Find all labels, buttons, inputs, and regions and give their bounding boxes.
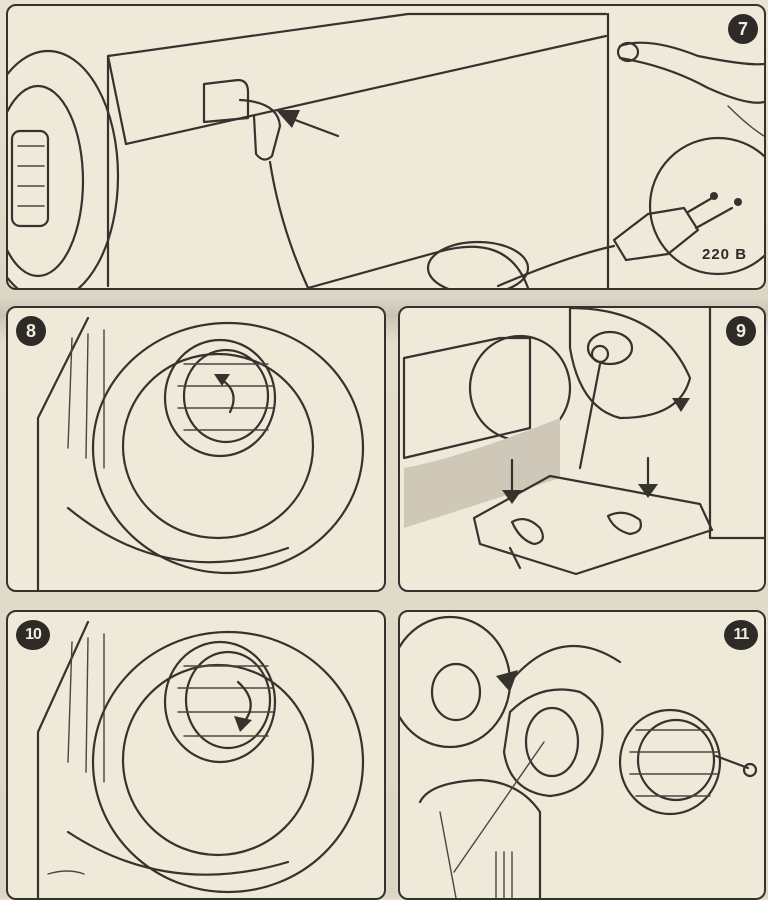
step-9-panel: 9 xyxy=(398,306,766,592)
step-8-number: 8 xyxy=(16,316,46,346)
step-8-panel: 8 xyxy=(6,306,386,592)
step-11-illustration xyxy=(400,612,764,898)
voltage-label: 220 B xyxy=(702,246,747,263)
hand-icon xyxy=(618,43,764,103)
arrow-icon xyxy=(276,110,338,136)
step-10-illustration xyxy=(8,612,384,898)
step-10-number: 10 xyxy=(16,620,50,650)
wall-plug-icon xyxy=(498,198,732,286)
step-7-illustration xyxy=(8,6,764,288)
knob-icon xyxy=(620,710,756,814)
step-9-number: 9 xyxy=(726,316,756,346)
handwheel-knob-icon xyxy=(165,340,275,456)
rotate-arrow-icon xyxy=(234,682,252,732)
curved-arrow-icon xyxy=(496,646,620,692)
step-11-panel: 11 xyxy=(398,610,766,900)
step-11-number: 11 xyxy=(724,620,758,650)
step-7-number: 7 xyxy=(728,14,758,44)
handwheel-knob-icon xyxy=(165,642,275,762)
step-8-illustration xyxy=(8,308,384,590)
step-9-illustration xyxy=(400,308,764,590)
rotate-arrow-icon xyxy=(214,374,234,412)
step-7-panel: 7 220 B xyxy=(6,4,766,290)
step-10-panel: 10 xyxy=(6,610,386,900)
clutch-washer-icon xyxy=(504,690,603,797)
